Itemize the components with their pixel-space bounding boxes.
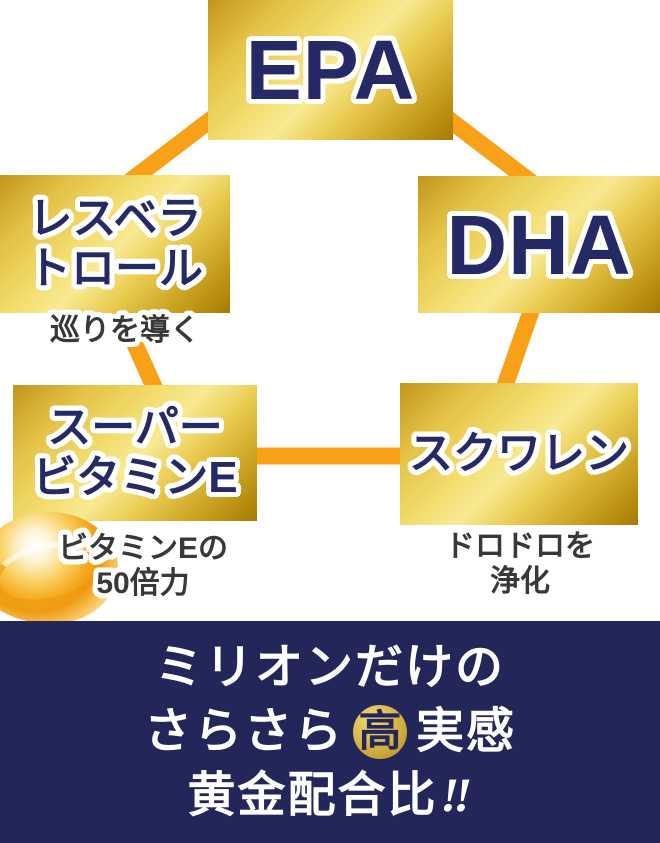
golden-oil-photo xyxy=(0,512,118,624)
caption-vitamin-e: ビタミンEの 50倍力 xyxy=(38,532,248,601)
node-dha-label: DHA xyxy=(446,197,632,292)
banner-line-2: さらさら 高 実感 xyxy=(144,700,516,764)
caption-squalene-line1: ドロドロを xyxy=(445,530,595,563)
caption-squalene-line2: 浄化 xyxy=(490,564,550,598)
node-resveratrol-label-line2: トロール xyxy=(27,244,203,293)
banner-line-3: 黄金配合比‼ xyxy=(187,764,477,828)
caption-vitamin-e-line2: 50倍力 xyxy=(96,566,190,600)
node-resveratrol: レスベラ トロール xyxy=(0,175,230,313)
node-super-vitamin-e-label-line2: ビタミンE xyxy=(32,453,238,502)
high-seal-character: 高 xyxy=(358,708,402,756)
node-dha: DHA xyxy=(418,176,660,313)
node-super-vitamin-e: スーパー ビタミンE xyxy=(13,385,257,521)
connector-resveratrol-vitamin-e xyxy=(107,296,168,404)
banner-line-1: ミリオンだけの xyxy=(154,641,505,694)
caption-vitamin-e-line1: ビタミンEの xyxy=(57,532,228,565)
high-gold-seal-icon: 高 xyxy=(353,705,407,759)
node-resveratrol-label-line1: レスベラ xyxy=(28,194,202,244)
node-epa: EPA xyxy=(208,0,453,140)
bottom-banner: ミリオンだけの さらさら 高 実感 黄金配合比‼ xyxy=(0,621,660,843)
banner-double-exclamation: ‼ xyxy=(436,769,478,822)
banner-line-3-text: 黄金配合比 xyxy=(187,769,438,822)
caption-resveratrol: 巡りを導く xyxy=(50,314,200,347)
node-super-vitamin-e-label-line1: スーパー xyxy=(47,403,223,453)
node-epa-label: EPA xyxy=(245,23,416,117)
banner-line-2-right: 実感 xyxy=(416,705,517,758)
banner-line-2-left: さらさら xyxy=(143,705,344,758)
node-squalene: スクワレン xyxy=(400,383,638,525)
caption-squalene: ドロドロを 浄化 xyxy=(420,530,620,599)
node-squalene-label: スクワレン xyxy=(409,429,629,479)
